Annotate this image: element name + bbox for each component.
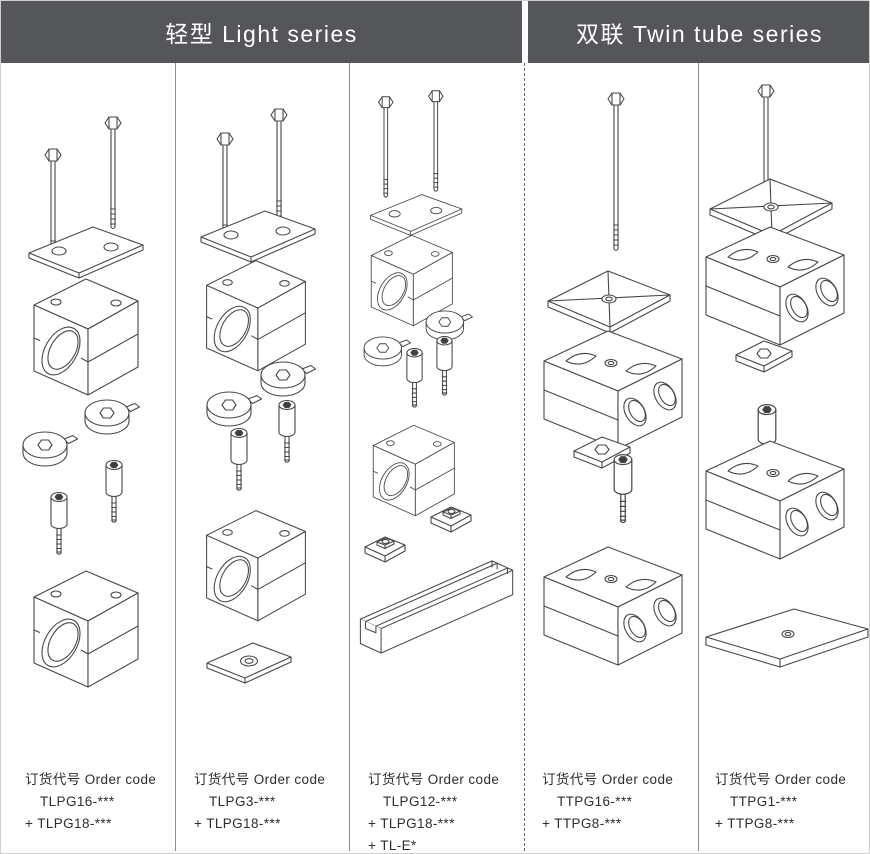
clamp-body [372,424,455,517]
exploded-drawing-col-4 [543,92,683,666]
order-code-block-2: 订货代号 Order code TLPG3-*** + TLPG18-*** [194,769,359,835]
header-twin-series: 双联 Twin tube series [528,1,869,63]
weld-plate [260,361,317,397]
clamp-body [33,278,139,396]
order-code-label: 订货代号 Order code [542,772,674,787]
stacking-bolt [436,335,453,396]
stacking-bolt [613,454,633,524]
clamp-body [33,570,139,688]
order-code-line: TLPG16-*** [40,794,115,809]
twin-clamp-body [705,440,845,560]
column-divider [175,63,176,851]
hex-bolt [428,90,444,192]
header-light-series-title: 轻型 Light series [165,21,358,47]
header-light-series: 轻型 Light series [1,1,522,63]
hex-bolt [270,108,288,222]
order-code-line: + TL-E* [368,838,417,853]
exploded-drawing-col-1 [22,116,144,688]
base-plate [705,608,869,668]
order-code-block-4: 订货代号 Order code TTPG16-*** + TTPG8-*** [542,769,707,835]
weld-plate [206,391,263,427]
clamp-body [206,260,306,372]
stacking-bolt [50,491,68,555]
order-code-line: + TTPG8-*** [715,816,795,831]
column-divider [349,63,350,851]
order-code-block-1: 订货代号 Order code TLPG16-*** + TLPG18-*** [25,769,190,835]
hex-bolt [378,96,394,198]
order-code-line: + TLPG18-*** [368,816,455,831]
mounting-rail [359,560,514,654]
cover-plate [370,194,463,236]
rail-nut [430,506,472,533]
series-divider-dashed [524,63,525,851]
cover-plate [28,226,144,279]
rail-nut [364,536,406,563]
exploded-drawing-col-3 [359,90,514,654]
exploded-drawing-col-5 [705,84,869,668]
clamp-body [206,510,306,622]
order-code-label: 订货代号 Order code [25,772,157,787]
order-code-line: + TTPG8-*** [542,816,622,831]
cover-plate-x [547,270,671,334]
hex-bolt [607,92,625,252]
order-code-block-5: 订货代号 Order code TTPG1-*** + TTPG8-*** [715,769,869,835]
order-code-line: + TLPG18-*** [25,816,112,831]
order-code-line: TTPG1-*** [730,794,798,809]
stacking-bolt [105,459,123,523]
order-code-block-3: 订货代号 Order code TLPG12-*** + TLPG18-*** … [368,769,533,853]
order-code-line: TTPG16-*** [557,794,633,809]
weld-plate [22,431,79,467]
stacking-bolt [406,347,423,408]
order-code-line: + TLPG18-*** [194,816,281,831]
order-code-label: 订货代号 Order code [715,772,847,787]
exploded-drawing-col-2 [200,108,317,684]
column-divider [698,63,699,851]
stacking-bolt [278,399,296,463]
cover-plate [200,210,316,263]
order-code-line: TLPG12-*** [383,794,458,809]
order-code-line: TLPG3-*** [209,794,276,809]
weld-plate [425,310,473,341]
rail-nut-plate [735,340,793,373]
stacking-bolt [230,427,248,491]
twin-clamp-body [543,330,683,450]
weld-plate [363,336,411,367]
header-twin-series-title: 双联 Twin tube series [575,21,824,47]
twin-clamp-body [543,546,683,666]
hex-bolt [104,116,122,230]
twin-clamp-body [705,226,845,346]
order-code-label: 订货代号 Order code [194,772,326,787]
mounting-plate [206,642,292,684]
order-code-label: 订货代号 Order code [368,772,500,787]
weld-plate [84,399,141,435]
